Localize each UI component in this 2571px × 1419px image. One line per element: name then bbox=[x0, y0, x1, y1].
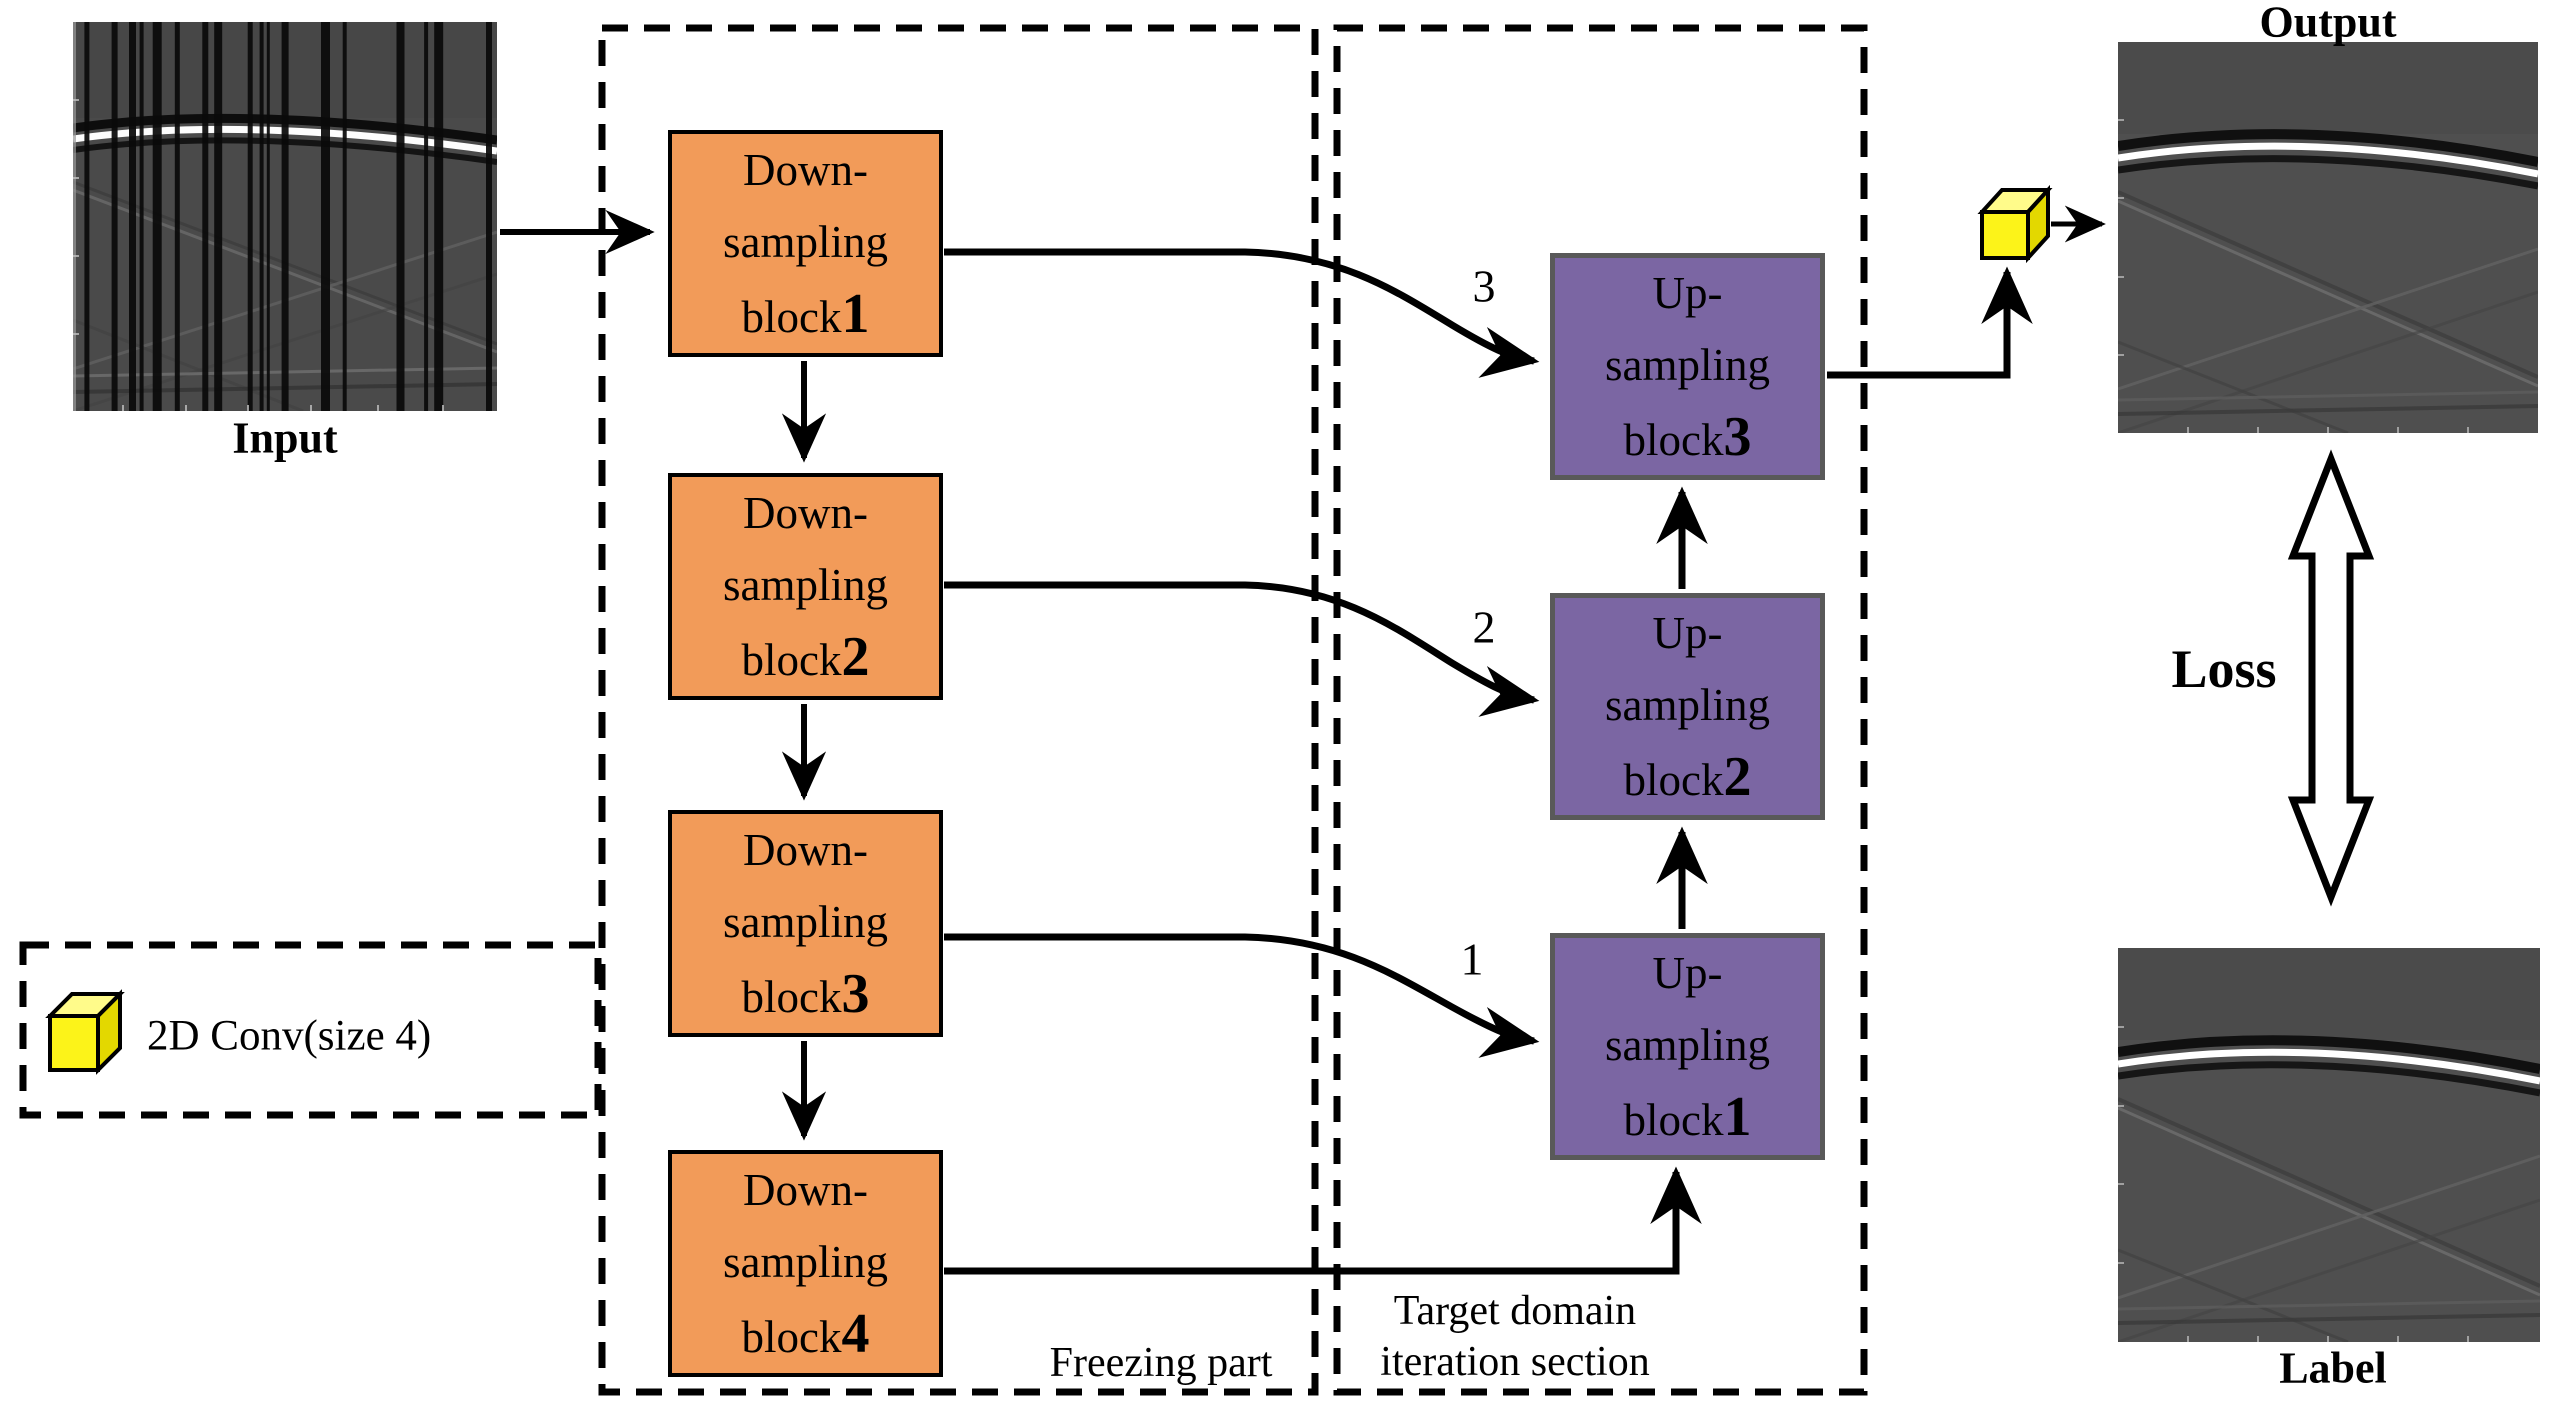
block-text: Down- bbox=[743, 488, 868, 538]
loss-caption: Loss bbox=[2171, 639, 2277, 699]
target-domain-box bbox=[1333, 24, 1868, 1396]
label-caption: Label bbox=[2279, 1343, 2387, 1393]
block-text: Down- bbox=[743, 825, 868, 875]
block-text: Down- bbox=[743, 145, 868, 195]
label-seismic-image bbox=[2118, 948, 2540, 1342]
block-text: sampling bbox=[723, 1237, 888, 1287]
input-caption: Input bbox=[232, 413, 338, 463]
block-text: sampling bbox=[1605, 1020, 1770, 1070]
skip-label-3: 3 bbox=[1472, 260, 1496, 312]
conv-cube-icon bbox=[1977, 184, 2053, 264]
output-caption: Output bbox=[2259, 0, 2397, 47]
target-domain-label-line2: iteration section bbox=[1380, 1339, 1650, 1385]
freezing-part-label: Freezing part bbox=[1049, 1340, 1273, 1386]
block-text: sampling bbox=[1605, 340, 1770, 390]
legend-conv-cube-icon bbox=[45, 989, 125, 1075]
skip-arrow-1 bbox=[944, 933, 1540, 1058]
block-text: sampling bbox=[1605, 680, 1770, 730]
block-text: Down- bbox=[743, 1165, 868, 1215]
skip-label-2: 2 bbox=[1472, 601, 1496, 653]
arrow-down4-to-up1 bbox=[944, 1166, 1702, 1275]
loss-double-arrow bbox=[2287, 449, 2375, 907]
block-text: sampling bbox=[723, 560, 888, 610]
legend-box bbox=[19, 941, 602, 1119]
block-text: Up- bbox=[1652, 948, 1723, 998]
arrow-up3-to-conv bbox=[1827, 266, 2033, 379]
freezing-part-box bbox=[598, 24, 1319, 1396]
target-domain-label-line1: Target domain bbox=[1393, 1288, 1637, 1334]
block-text: sampling bbox=[723, 217, 888, 267]
legend-conv-label: 2D Conv(size 4) bbox=[147, 1012, 432, 1060]
skip-label-1: 1 bbox=[1460, 933, 1484, 985]
block-text: sampling bbox=[723, 897, 888, 947]
block-text: Up- bbox=[1652, 268, 1723, 318]
block-text: Up- bbox=[1652, 608, 1723, 658]
output-seismic-image bbox=[2118, 42, 2538, 433]
skip-arrow-3 bbox=[944, 248, 1540, 378]
skip-arrow-2 bbox=[944, 581, 1540, 717]
input-seismic-image bbox=[73, 22, 497, 411]
